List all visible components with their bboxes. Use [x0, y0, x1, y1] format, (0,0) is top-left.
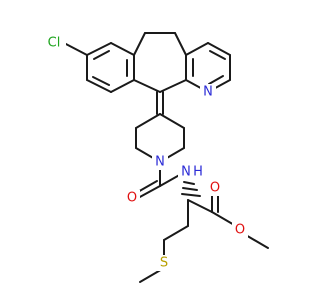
amide-n-background — [178, 164, 194, 180]
amide-hydrogen-label: H — [193, 165, 203, 180]
ester-oxygen-label: O — [235, 223, 245, 238]
sulfur-background — [156, 255, 172, 271]
ester-o-background — [232, 222, 248, 238]
bond — [182, 187, 198, 191]
atom-label-layer: Cl N N O N H O O S — [42, 34, 248, 271]
bond — [187, 199, 213, 213]
bond — [209, 50, 226, 60]
bond-layer — [63, 32, 269, 283]
bond — [163, 225, 189, 241]
bond — [135, 113, 161, 129]
piperidine-n-background — [152, 154, 168, 170]
bond — [110, 79, 135, 93]
carbonyl-oxygen-label: O — [127, 191, 137, 206]
cl-background — [42, 34, 66, 52]
bond — [208, 75, 224, 85]
structure-diagram: Cl N N O N H O O S — [42, 32, 269, 283]
bond — [93, 50, 110, 60]
bond — [92, 76, 110, 86]
bond — [133, 32, 146, 56]
bond — [86, 42, 112, 56]
bond — [207, 42, 231, 56]
bond — [137, 185, 161, 199]
amide-nitrogen-label: N — [181, 165, 191, 180]
bond — [159, 79, 187, 93]
pyridine-nitrogen-label: N — [203, 85, 213, 100]
piperidine-nitrogen-label: N — [155, 155, 165, 170]
bond — [183, 181, 195, 185]
ester-carbonyl-o-background — [207, 180, 223, 196]
pyridine-n-background — [200, 84, 216, 100]
bond — [110, 42, 135, 56]
chlorine-label: Cl — [48, 36, 61, 51]
bond — [86, 79, 112, 93]
bond — [63, 42, 88, 56]
bond — [159, 113, 185, 129]
bond — [174, 32, 187, 56]
urea-o-background — [124, 190, 140, 206]
ester-carbonyl-oxygen-label: O — [210, 181, 220, 196]
bond — [133, 79, 161, 93]
bond — [181, 193, 201, 197]
sulfur-label: S — [160, 256, 168, 271]
bond — [185, 42, 209, 56]
